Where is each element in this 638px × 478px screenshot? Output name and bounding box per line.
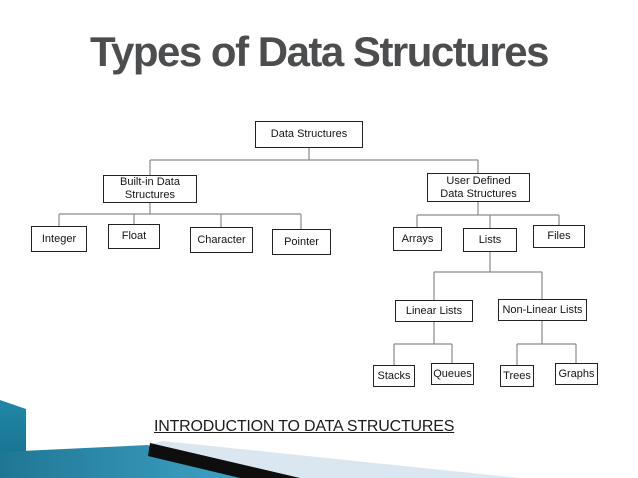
slide-caption: INTRODUCTION TO DATA STRUCTURES: [154, 418, 455, 435]
node-built-in-data-structures: Built-in Data Structures: [103, 175, 197, 203]
accent-lightblue-stripe: [150, 441, 520, 478]
node-integer: Integer: [31, 226, 87, 252]
node-character: Character: [190, 227, 253, 253]
node-label: Files: [547, 230, 571, 242]
node-linear-lists: Linear Lists: [395, 300, 473, 322]
node-lists: Lists: [463, 228, 517, 252]
node-files: Files: [533, 225, 585, 248]
node-label: Queues: [433, 367, 472, 380]
node-label: Character: [197, 233, 246, 246]
node-arrays: Arrays: [393, 227, 442, 251]
accent-black-stripe: [148, 443, 300, 478]
slide-corner-decoration: [0, 400, 520, 478]
node-pointer: Pointer: [272, 229, 331, 255]
node-queues: Queues: [431, 363, 474, 385]
node-trees: Trees: [500, 365, 534, 387]
node-label: Float: [121, 230, 147, 242]
slide-title: Types of Data Structures: [89, 28, 550, 75]
node-label: Data Structures: [270, 128, 348, 140]
node-label: Integer: [41, 232, 77, 245]
node-non-linear-lists: Non-Linear Lists: [498, 299, 587, 321]
node-label: User Defined Data Structures: [440, 174, 517, 200]
node-label: Trees: [503, 369, 531, 382]
node-label: Stacks: [377, 369, 411, 382]
node-graphs: Graphs: [555, 363, 598, 385]
node-label: Lists: [478, 233, 502, 246]
node-data-structures: Data Structures: [255, 121, 363, 148]
node-stacks: Stacks: [373, 365, 415, 387]
node-label: Arrays: [401, 232, 434, 245]
node-user-defined-data-structures: User Defined Data Structures: [427, 173, 530, 202]
node-label: Pointer: [284, 235, 319, 248]
accent-teal-band: [0, 445, 240, 478]
node-label: Built-in Data Structures: [120, 176, 180, 201]
connector-lines: [58, 148, 577, 365]
node-float: Float: [108, 224, 160, 249]
node-label: Linear Lists: [405, 304, 463, 317]
node-label: Non-Linear Lists: [502, 303, 583, 316]
node-label: Graphs: [558, 367, 595, 380]
